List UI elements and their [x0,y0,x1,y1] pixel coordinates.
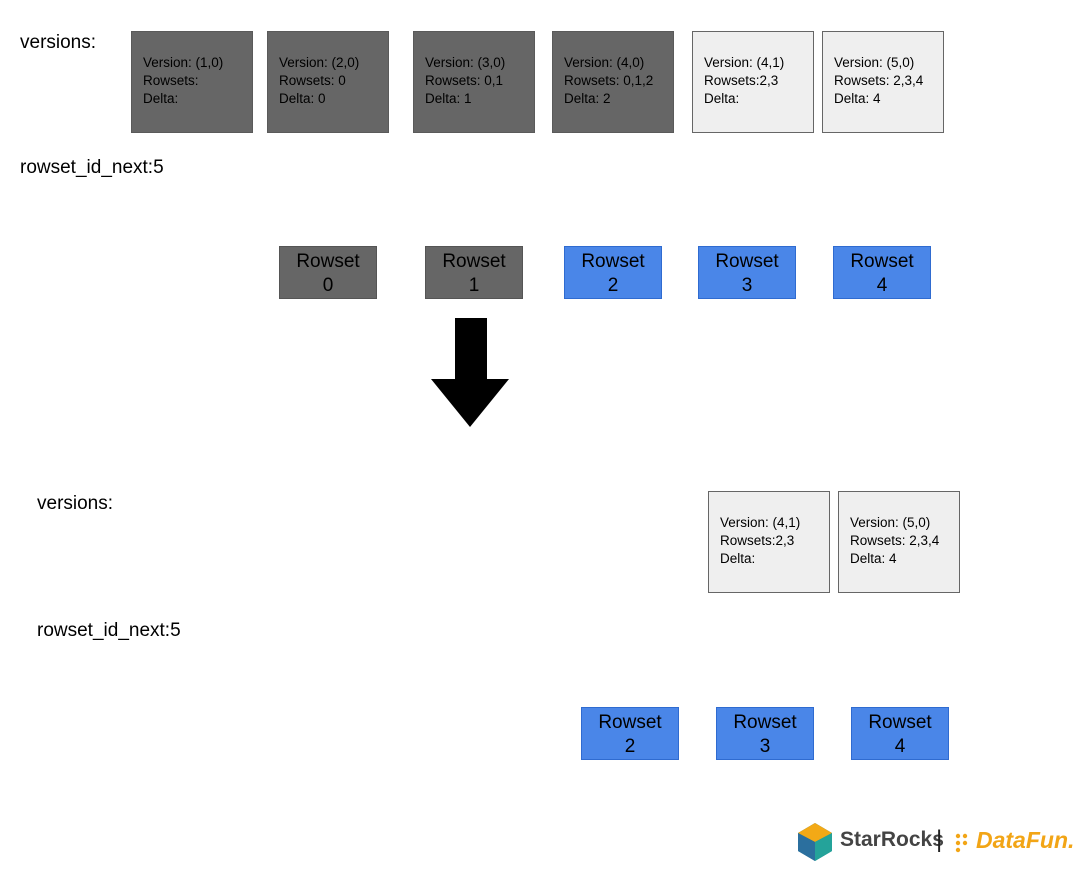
delta-label: Delta: 4 [850,551,897,566]
rowsets-label: Rowsets:2,3 [720,533,795,548]
version-label: Version: (1,0) [143,55,224,70]
rowset-name: Rowset [715,251,779,272]
arrow-down-icon [431,318,509,427]
rowset-name: Rowset [850,251,914,272]
version-label: Version: (2,0) [279,55,360,70]
rowsets-label: Rowsets: [143,73,199,88]
version-label: Version: (5,0) [850,515,931,530]
bottom-rowset-id-next-label: rowset_id_next:5 [37,620,181,641]
top-rowset-0: Rowset 0 [279,246,377,299]
top-rowset-id-next-label: rowset_id_next:5 [20,157,164,178]
bottom-versions-label: versions: [37,493,114,514]
logo-separator: | [936,826,943,853]
rowset-id: 3 [741,275,753,296]
delta-label: Delta: [143,91,179,106]
bottom-rowset-2: Rowset 2 [581,707,679,760]
bottom-version-box-5-0: Version: (5,0) Rowsets: 2,3,4 Delta: 4 [838,491,960,593]
delta-label: Delta: 1 [425,91,472,106]
rowset-id: 0 [322,275,334,296]
version-label: Version: (3,0) [425,55,506,70]
rowset-id: 4 [876,275,888,296]
top-rowset-4: Rowset 4 [833,246,931,299]
delta-label: Delta: [704,91,740,106]
top-rowset-2: Rowset 2 [564,246,662,299]
rowset-id: 1 [468,275,480,296]
rowsets-label: Rowsets: 2,3,4 [834,73,924,88]
version-label: Version: (4,1) [704,55,785,70]
rowsets-label: Rowsets:2,3 [704,73,779,88]
rowset-name: Rowset [581,251,645,272]
top-rowset-1: Rowset 1 [425,246,523,299]
top-version-box-4-1: Version: (4,1) Rowsets:2,3 Delta: [692,31,814,133]
delta-label: Delta: [720,551,756,566]
delta-label: Delta: 2 [564,91,611,106]
rowsets-label: Rowsets: 2,3,4 [850,533,940,548]
version-label: Version: (4,1) [720,515,801,530]
datafun-logo-text: DataFun. [976,827,1075,853]
arrow-down-shape [431,318,509,427]
top-version-box-1-0: Version: (1,0) Rowsets: Delta: [131,31,253,133]
delta-label: Delta: 4 [834,91,881,106]
datafun-dots-icon [955,833,968,853]
top-version-box-4-0: Version: (4,0) Rowsets: 0,1,2 Delta: 2 [552,31,674,133]
bottom-rowset-3: Rowset 3 [716,707,814,760]
rowset-id: 2 [607,275,619,296]
top-rowset-3: Rowset 3 [698,246,796,299]
rowsets-label: Rowsets: 0,1 [425,73,504,88]
starrocks-logo-text: StarRocks [840,828,944,851]
rowset-name: Rowset [598,712,662,733]
bottom-version-box-4-1: Version: (4,1) Rowsets:2,3 Delta: [708,491,830,593]
bottom-rowset-4: Rowset 4 [851,707,949,760]
rowset-name: Rowset [442,251,506,272]
rowset-name: Rowset [296,251,360,272]
rowset-id: 2 [624,736,636,757]
version-label: Version: (4,0) [564,55,645,70]
version-label: Version: (5,0) [834,55,915,70]
delta-label: Delta: 0 [279,91,326,106]
top-version-box-2-0: Version: (2,0) Rowsets: 0 Delta: 0 [267,31,389,133]
top-version-box-5-0: Version: (5,0) Rowsets: 2,3,4 Delta: 4 [822,31,944,133]
rowsets-label: Rowsets: 0 [279,73,346,88]
rowset-name: Rowset [733,712,797,733]
starrocks-logo-icon [798,823,832,861]
top-version-box-3-0: Version: (3,0) Rowsets: 0,1 Delta: 1 [413,31,535,133]
rowset-name: Rowset [868,712,932,733]
top-versions-label: versions: [20,32,97,53]
rowset-id: 4 [894,736,906,757]
rowsets-label: Rowsets: 0,1,2 [564,73,654,88]
rowset-id: 3 [759,736,771,757]
